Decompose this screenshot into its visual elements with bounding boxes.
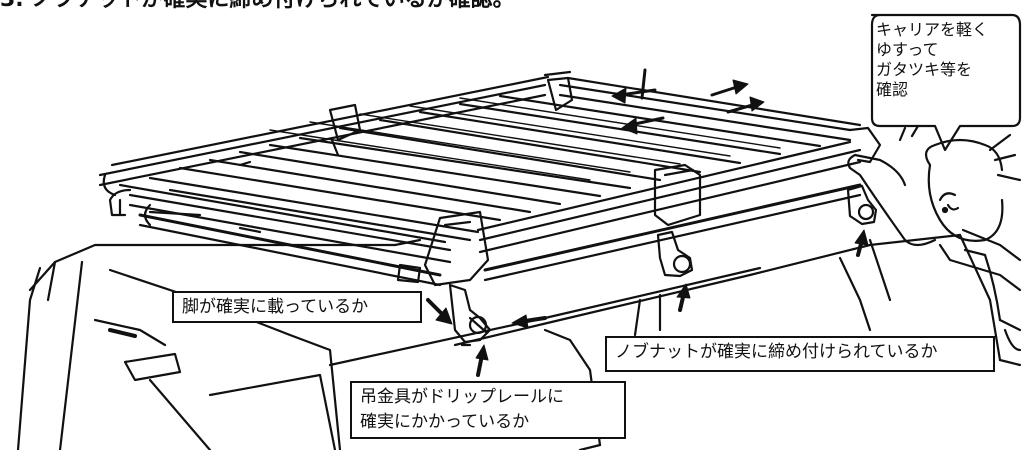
cross-slats xyxy=(148,94,822,242)
callout-bracket-line-1: 吊金具がドリップレールに xyxy=(360,387,564,407)
step-heading: 3. ノブナットが確実に締め付けられているか確認。 xyxy=(0,0,515,14)
callout-drip-rail-bracket: 吊金具がドリップレールに 確実にかかっているか xyxy=(350,381,626,439)
speech-line-2: ゆすって xyxy=(876,40,939,59)
crossbars xyxy=(138,183,862,287)
pointer-arrows xyxy=(426,229,869,377)
shake-arrows xyxy=(611,68,765,135)
callout-bracket-line-2: 確実にかかっているか xyxy=(360,412,530,432)
callout-legs-text: 脚が確実に載っているか xyxy=(182,297,369,317)
callout-knob-nut: ノブナットが確実に締め付けられているか xyxy=(605,336,995,372)
callout-knob-nut-text: ノブナットが確実に締め付けられているか xyxy=(615,342,938,362)
speech-line-1: キャリアを軽く xyxy=(876,20,989,39)
feet-and-nuts xyxy=(448,184,878,347)
speech-line-4: 確認 xyxy=(876,80,909,99)
speech-line-3: ガタツキ等を xyxy=(876,60,973,79)
person-figure xyxy=(847,124,1022,352)
speech-bubble xyxy=(870,13,1022,152)
speech-bubble-text: キャリアを軽く ゆすって ガタツキ等を 確認 xyxy=(876,20,1016,100)
callout-legs-seated: 脚が確実に載っているか xyxy=(172,291,422,323)
